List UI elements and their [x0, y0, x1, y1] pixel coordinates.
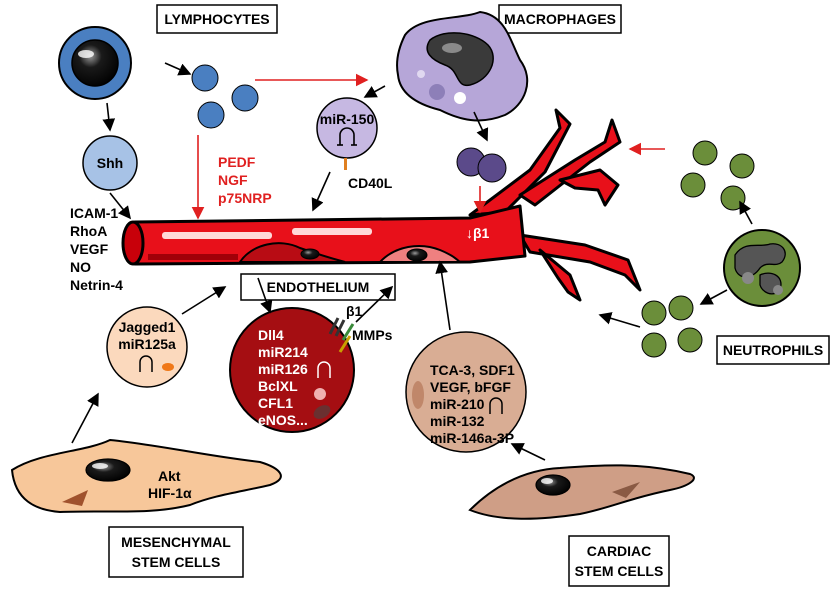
lymphocytes-label: LYMPHOCYTES — [164, 11, 269, 27]
beta1-label: β1 — [346, 303, 363, 319]
beta1-vessel-label: ↓β1 — [466, 225, 490, 241]
endothelial-cell: Dll4 miR214 miR126 BclXL CFL1 eNOS... β1… — [229, 303, 393, 433]
lymphocyte-vesicles — [191, 64, 259, 129]
csc-label-box: CARDIAC STEM CELLS — [568, 535, 670, 587]
macrophage-vesicles — [456, 147, 507, 183]
endo-cell-factor-4: CFL1 — [258, 395, 293, 411]
endo-cell-factor-5: eNOS... — [258, 412, 308, 428]
endo-factor-4: Netrin-4 — [70, 277, 123, 293]
lympho-factor-0: PEDF — [218, 154, 256, 170]
endothelium-label: ENDOTHELIUM — [267, 279, 370, 295]
lymphocytes-label-box: LYMPHOCYTES — [156, 4, 278, 34]
cardiac-stem-cell — [468, 464, 695, 520]
lympho-factor-1: NGF — [218, 172, 248, 188]
mirna-hairpin-icon — [317, 361, 331, 378]
msc-label-box: MESENCHYMAL STEM CELLS — [108, 526, 244, 578]
macrophages-label-box: MACROPHAGES — [498, 4, 622, 34]
integrin-receptor-icon — [328, 317, 355, 353]
lympho-factor-2: p75NRP — [218, 190, 272, 206]
shh-label: Shh — [97, 155, 123, 171]
mir150-cell: miR-150 CD40L — [316, 97, 393, 191]
jagged-factor-0: Jagged1 — [119, 319, 176, 335]
cd40l-receptor-icon — [344, 158, 347, 170]
shh-cell: Shh — [82, 135, 138, 191]
cardiac-factor-4: miR-146a-3P — [430, 430, 514, 446]
cardiac-factor-2: miR-210 — [430, 396, 485, 412]
cardiac-factor-cell: TCA-3, SDF1 VEGF, bFGF miR-210 miR-132 m… — [405, 331, 527, 453]
cardiac-factor-3: miR-132 — [430, 413, 485, 429]
jagged-factor-1: miR125a — [118, 336, 176, 352]
neutrophil-cell — [723, 229, 801, 307]
msc-factor-1: HIF-1α — [148, 485, 192, 501]
cd40l-label: CD40L — [348, 175, 393, 191]
mirna-hairpin-icon — [139, 355, 153, 372]
msc-label-line1: MESENCHYMAL — [121, 534, 231, 550]
cardiac-factor-1: VEGF, bFGF — [430, 379, 511, 395]
mirna-hairpin-icon — [489, 397, 503, 414]
csc-label-line2: STEM CELLS — [575, 563, 664, 579]
endo-factor-2: VEGF — [70, 241, 109, 257]
msc-label-line2: STEM CELLS — [132, 554, 221, 570]
neutrophil-vesicles-bottom — [641, 295, 703, 358]
endothelium-label-box: ENDOTHELIUM — [240, 273, 396, 301]
endo-factor-1: RhoA — [70, 223, 107, 239]
blood-vessel: ↓β1 — [121, 108, 642, 302]
mirna-hairpin-icon — [339, 127, 355, 145]
neutrophil-vesicles-top — [680, 140, 755, 211]
jagged-cell: Jagged1 miR125a — [106, 306, 188, 388]
endo-factor-3: NO — [70, 259, 91, 275]
lymphocyte-cell — [58, 26, 132, 100]
mmps-label: MMPs — [352, 327, 393, 343]
arrows — [71, 62, 753, 461]
mir150-label: miR-150 — [320, 111, 375, 127]
endo-cell-factor-1: miR214 — [258, 344, 308, 360]
macrophages-label: MACROPHAGES — [504, 11, 616, 27]
endo-cell-factor-3: BclXL — [258, 378, 298, 394]
neutrophils-label: NEUTROPHILS — [723, 342, 823, 358]
macrophage-cell — [396, 10, 529, 122]
neutrophils-label-box: NEUTROPHILS — [716, 335, 830, 365]
csc-label-line1: CARDIAC — [587, 543, 652, 559]
mesenchymal-stem-cell: Akt HIF-1α — [10, 438, 282, 514]
endo-factor-list: ICAM-1 RhoA VEGF NO Netrin-4 — [70, 205, 123, 293]
endo-cell-factor-2: miR126 — [258, 361, 308, 377]
endo-factor-0: ICAM-1 — [70, 205, 118, 221]
msc-factor-0: Akt — [158, 468, 181, 484]
cardiac-factor-0: TCA-3, SDF1 — [430, 362, 515, 378]
lympho-factor-list: PEDF NGF p75NRP — [218, 154, 272, 206]
endo-cell-factor-0: Dll4 — [258, 327, 284, 343]
